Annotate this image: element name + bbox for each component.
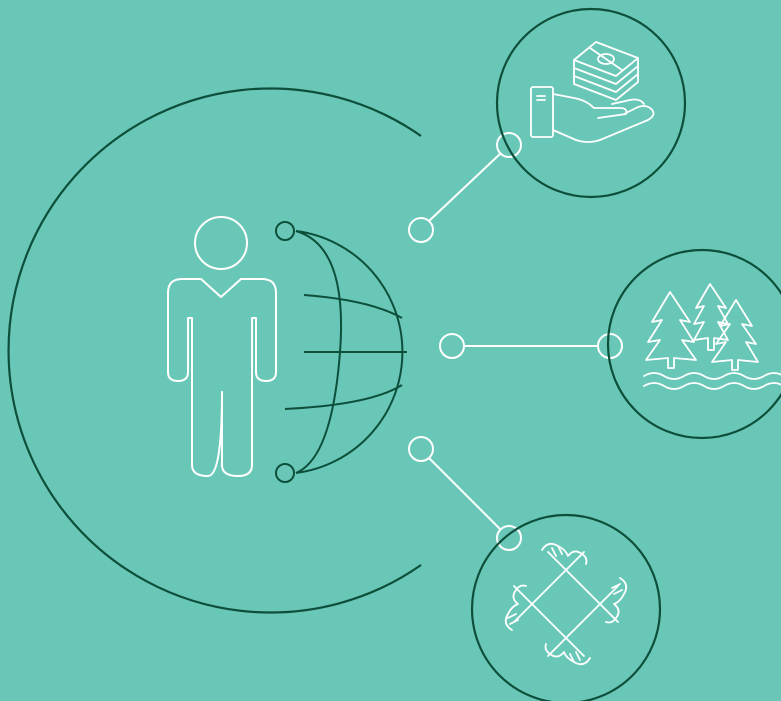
economic-circle (495, 7, 687, 199)
hand-holding-money-icon (530, 41, 655, 143)
joined-hands-icon (504, 542, 628, 666)
connector-top-node-end (496, 132, 522, 158)
connector-top-node-start (408, 217, 434, 243)
social-circle (470, 513, 662, 701)
connector-bottom-node-end (496, 525, 522, 551)
globe-node-top (275, 221, 295, 241)
connector-middle-node-end (597, 333, 623, 359)
globe-node-bottom (275, 463, 295, 483)
connector-middle-node-start (439, 333, 465, 359)
forest-and-water-icon (643, 283, 781, 390)
globe-icon (275, 221, 407, 483)
connector-bottom-node-start (408, 436, 434, 462)
outer-arc (7, 87, 422, 614)
connector-bottom (428, 457, 502, 531)
connector-top (428, 152, 502, 222)
environmental-circle (606, 248, 781, 440)
person-icon (167, 216, 277, 477)
